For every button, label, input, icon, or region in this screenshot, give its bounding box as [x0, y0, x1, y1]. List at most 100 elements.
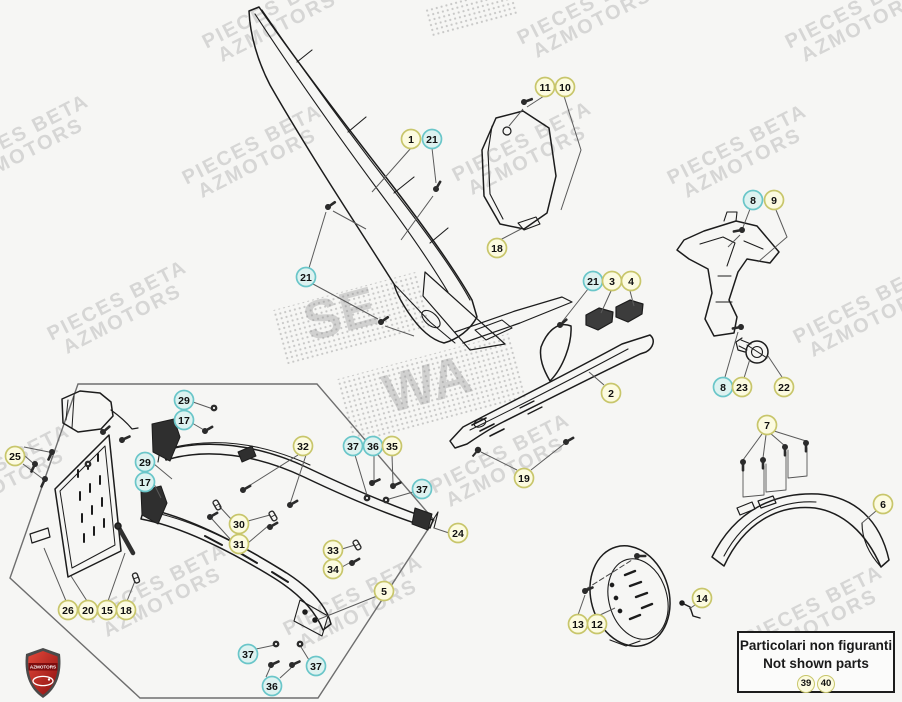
callout-30-label: 30 [233, 519, 245, 531]
callout-5-label: 5 [381, 586, 387, 598]
callout-37-label: 37 [416, 484, 428, 496]
callout-25: 25 [4, 445, 26, 467]
nut-fastener [382, 496, 390, 504]
leader-line [577, 594, 586, 616]
callout-33: 33 [322, 539, 344, 561]
callout-22: 22 [773, 376, 795, 398]
callout-32: 32 [292, 435, 314, 457]
bolt-fastener [731, 324, 744, 330]
leader-line [431, 147, 437, 184]
bolt-fastener [563, 436, 575, 445]
halftone-texture-layer [272, 0, 528, 444]
fasteners-layer [30, 97, 809, 668]
bolt-fastener [521, 97, 534, 105]
leader-line [247, 525, 269, 544]
leader-line [191, 422, 205, 431]
plug-fastener [471, 446, 482, 458]
callout-24-label: 24 [452, 528, 464, 540]
front-plate-part [676, 211, 780, 337]
callout-7: 7 [756, 414, 778, 436]
callout-5: 5 [373, 580, 395, 602]
azmotors-logo: AZMOTORS [25, 648, 61, 698]
callout-15-label: 15 [101, 605, 113, 617]
callout-2: 2 [600, 382, 622, 404]
callout-21: 21 [295, 266, 317, 288]
bolt-fastener [268, 660, 280, 668]
callout-8: 8 [742, 189, 764, 211]
callout-18: 18 [486, 237, 508, 259]
callout-29: 29 [173, 389, 195, 411]
callout-37: 37 [305, 655, 327, 677]
leader-line [126, 580, 136, 602]
leader-line [341, 544, 356, 550]
callout-19-label: 19 [518, 473, 530, 485]
bolt-fastener [369, 478, 381, 486]
leader-line [289, 454, 307, 505]
leader-line [308, 211, 327, 269]
leader-line [561, 288, 589, 323]
bush-fastener [268, 510, 278, 522]
callout-10: 10 [554, 76, 576, 98]
leader-line [316, 595, 378, 621]
callout-34: 34 [322, 558, 344, 580]
callout-21: 21 [421, 128, 443, 150]
leader-line [153, 483, 162, 499]
callout-2-label: 2 [608, 388, 614, 400]
leader-line [508, 108, 524, 127]
nut-fastener [84, 460, 92, 468]
bolt-fastener [803, 440, 809, 453]
callout-26: 26 [57, 599, 79, 621]
callout-11-label: 11 [539, 82, 550, 94]
callout-29: 29 [134, 451, 156, 473]
bolt-fastener [240, 484, 252, 493]
logo-text: AZMOTORS [30, 665, 56, 670]
bolt-fastener [390, 481, 402, 489]
callout-29-label: 29 [178, 395, 190, 407]
callout-13-label: 13 [572, 619, 584, 631]
leader-line [279, 667, 292, 679]
bolt-fastener [267, 521, 279, 530]
callout-12: 12 [586, 613, 608, 635]
nut-fastener [296, 640, 304, 648]
callout-18-label: 18 [120, 605, 132, 617]
leader-line [762, 434, 767, 459]
taillight-part [61, 390, 139, 433]
callout-39: 39 [797, 674, 815, 693]
bolt-fastener [634, 553, 647, 559]
lower-rear-fender-part [449, 324, 654, 449]
leader-line [433, 527, 450, 534]
callout-37-label: 37 [347, 441, 359, 453]
callout-37: 37 [342, 435, 364, 457]
callout-18-label: 18 [491, 243, 503, 255]
callout-23: 23 [731, 376, 753, 398]
bolt-fastener [289, 660, 301, 668]
callout-32-label: 32 [297, 441, 309, 453]
bolt-fastener [207, 511, 219, 520]
callout-36-label: 36 [266, 681, 278, 693]
leader-line [499, 228, 522, 241]
not-shown-line-en: Not shown parts [763, 655, 869, 671]
callout-21-label: 21 [587, 276, 599, 288]
leader-line [243, 454, 299, 490]
leader-line [332, 210, 367, 230]
callout-3-label: 3 [609, 276, 615, 288]
leader-line [757, 209, 788, 263]
callout-17-label: 17 [139, 477, 151, 489]
reflector-strip [29, 527, 51, 544]
callout-34-label: 34 [327, 564, 339, 576]
callout-4-label: 4 [628, 276, 634, 288]
lower-support-rail-part [114, 485, 332, 637]
callout-3: 3 [601, 270, 623, 292]
callout-31-label: 31 [233, 539, 245, 551]
nut-fastener [363, 494, 371, 502]
callout-11: 11 [534, 76, 556, 98]
callout-29-label: 29 [139, 457, 151, 469]
callout-36-label: 36 [367, 441, 379, 453]
callout-13: 13 [567, 613, 589, 635]
callout-1: 1 [400, 128, 422, 150]
callout-37-label: 37 [310, 661, 322, 673]
